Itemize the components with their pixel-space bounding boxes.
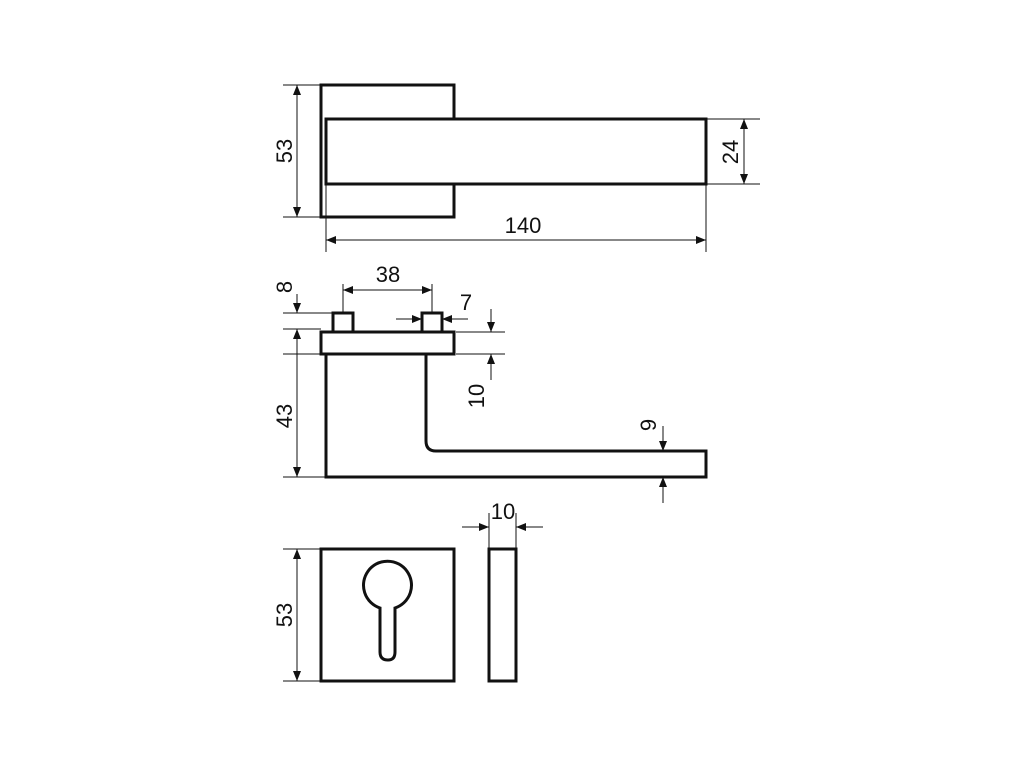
dimension-plate-height: 53 (272, 548, 321, 682)
dimension-rose-height: 53 (272, 84, 321, 218)
dimension-label-10-side: 10 (464, 384, 489, 408)
dimension-lever-length: 140 (325, 184, 707, 252)
dimension-label-7: 7 (460, 290, 472, 315)
pin-left (331, 311, 355, 334)
dimension-lever-thickness: 9 (636, 419, 706, 503)
side-view: 38 7 8 43 10 (272, 262, 708, 503)
dimension-label-43: 43 (272, 404, 297, 428)
rose-flange (319, 330, 456, 356)
top-view: 53 24 140 (272, 83, 760, 252)
escutcheon-plate-side (487, 547, 518, 683)
dimension-label-9: 9 (636, 419, 661, 431)
dimension-pin-width: 7 (396, 290, 472, 323)
dimension-pin-height: 8 (272, 281, 333, 330)
dimension-plate-thickness: 10 (462, 499, 543, 549)
dimension-label-24: 24 (718, 140, 743, 164)
dimension-label-53-bottom: 53 (272, 603, 297, 627)
escutcheon-view: 53 10 (272, 499, 543, 683)
lever-profile (324, 354, 708, 479)
dimension-lever-height: 24 (706, 118, 760, 185)
dimension-label-140: 140 (505, 213, 542, 238)
dimension-label-38: 38 (376, 262, 400, 287)
keyhole-cutout (362, 559, 413, 662)
pin-right (420, 311, 444, 334)
dimension-label-10-bottom: 10 (491, 499, 515, 524)
lever-outline (324, 117, 708, 186)
dimension-pin-spacing: 38 (342, 262, 433, 313)
dimension-rose-thickness: 10 (456, 309, 505, 408)
dimension-body-height: 43 (272, 329, 326, 478)
dimension-label-8: 8 (272, 281, 297, 293)
dimension-label-53-top: 53 (272, 139, 297, 163)
escutcheon-plate-front (319, 547, 456, 683)
